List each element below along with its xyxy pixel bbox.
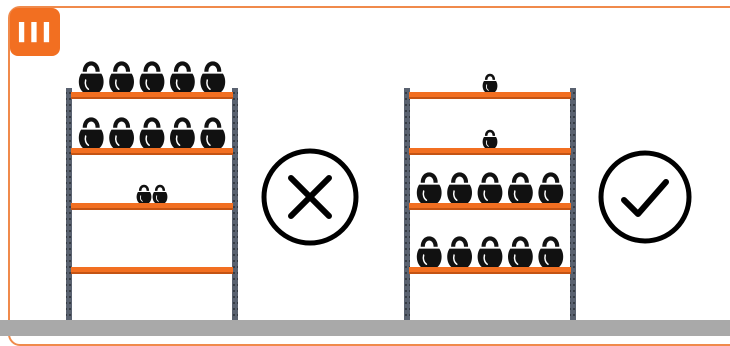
rack-post [232, 88, 238, 336]
floor-strip [0, 320, 730, 336]
kettlebell-icon [109, 119, 134, 148]
kettlebell-icon [478, 174, 503, 203]
kettlebell-icon [538, 238, 563, 267]
kettlebell-icon [109, 63, 134, 92]
kettlebell-icon [79, 63, 104, 92]
rack-post [570, 88, 576, 336]
kettlebell-icon [200, 63, 225, 92]
right-rack [404, 75, 576, 336]
kettlebell-icon [508, 174, 533, 203]
kettlebell-icon [200, 119, 225, 148]
x-circle-icon [264, 151, 356, 243]
kettlebell-icon [140, 119, 165, 148]
kettlebell-icon [140, 63, 165, 92]
kettlebell-icon [170, 63, 195, 92]
kettlebell-icon [417, 238, 442, 267]
kettlebell-icon [153, 186, 168, 203]
kettlebell-icon [417, 174, 442, 203]
kettlebell-icon [483, 75, 498, 92]
check-circle-icon [601, 153, 689, 241]
kettlebell-icon [483, 131, 498, 148]
kettlebell-icon [478, 238, 503, 267]
kettlebell-icon [79, 119, 104, 148]
rack-post [66, 88, 72, 336]
shelving-illustration [0, 0, 730, 336]
kettlebell-icon [447, 174, 472, 203]
kettlebell-icon [447, 238, 472, 267]
left-rack [66, 63, 238, 336]
kettlebell-icon [538, 174, 563, 203]
kettlebell-icon [170, 119, 195, 148]
rack-post [404, 88, 410, 336]
kettlebell-icon [508, 238, 533, 267]
kettlebell-icon [137, 186, 152, 203]
